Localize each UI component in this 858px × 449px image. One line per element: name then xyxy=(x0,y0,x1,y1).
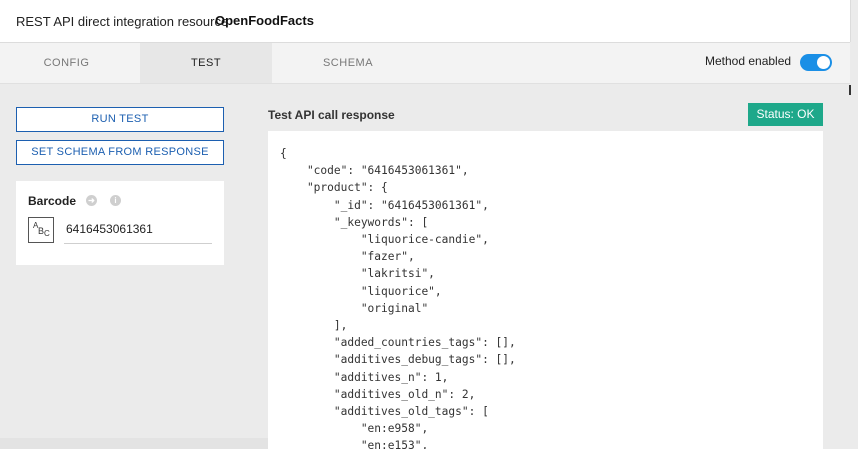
header-bar: REST API direct integration resource Ope… xyxy=(0,0,850,43)
response-title: Test API call response xyxy=(268,108,395,122)
tab-schema[interactable]: SCHEMA xyxy=(322,57,374,69)
barcode-input[interactable]: 6416453061361 xyxy=(66,222,153,236)
resource-type-label: REST API direct integration resource xyxy=(16,14,229,29)
arrow-right-icon[interactable]: ➜ xyxy=(86,195,97,206)
tab-test[interactable]: TEST xyxy=(140,43,272,83)
toggle-knob xyxy=(817,56,830,69)
header-divider xyxy=(850,0,851,42)
tab-config[interactable]: CONFIG xyxy=(43,57,90,69)
bottom-scrollbar[interactable] xyxy=(0,438,268,449)
response-body-panel[interactable]: { "code": "6416453061361", "product": { … xyxy=(268,131,823,449)
scrollbar-marker xyxy=(849,85,851,95)
method-enabled-label: Method enabled xyxy=(705,54,792,68)
resource-name: OpenFoodFacts xyxy=(215,13,314,28)
info-icon[interactable]: i xyxy=(110,195,121,206)
barcode-input-underline xyxy=(64,243,212,244)
response-json: { "code": "6416453061361", "product": { … xyxy=(280,147,516,449)
method-enabled-toggle[interactable] xyxy=(800,54,832,71)
status-badge: Status: OK xyxy=(748,103,823,126)
set-schema-from-response-button[interactable]: SET SCHEMA FROM RESPONSE xyxy=(16,140,224,165)
barcode-label: Barcode xyxy=(28,194,77,208)
run-test-button[interactable]: RUN TEST xyxy=(16,107,224,132)
tab-bar: CONFIG TEST SCHEMA Method enabled xyxy=(0,43,850,84)
